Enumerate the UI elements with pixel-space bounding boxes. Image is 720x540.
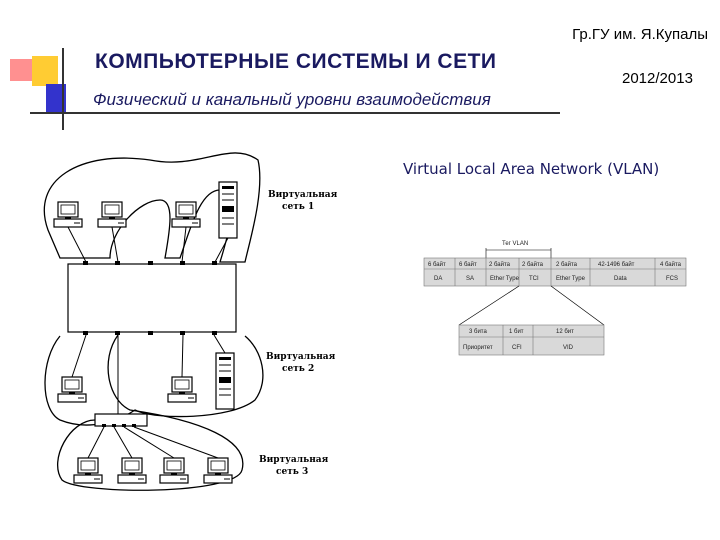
frame-size-5: 2 байта [556, 261, 578, 268]
computer-icon [73, 457, 103, 484]
frame-size-7: 4 байта [660, 261, 682, 268]
computer-icon [53, 201, 83, 228]
vnet3-label-line2: сеть 3 [276, 467, 308, 477]
tci-field-priority: Приоритет [463, 345, 493, 351]
vnet1-label-line2: сеть 1 [282, 202, 314, 212]
frame-field-data: Data [614, 276, 627, 282]
computer-icon [167, 376, 197, 403]
tci-size-1: 3 бита [469, 329, 487, 335]
page-subtitle: Физический и канальный уровни взаимодейс… [93, 90, 491, 109]
frame-field-sa: SA [466, 276, 474, 282]
frame-field-ethertype-1: Ether Type [490, 276, 520, 282]
frame-field-fcs: FCS [666, 276, 678, 282]
page-title: КОМПЬЮТЕРНЫЕ СИСТЕМЫ И СЕТИ [95, 50, 497, 73]
vnet1-label-line1: Виртуальная [268, 190, 338, 200]
virtual-network-3 [57, 334, 244, 491]
computer-icon [97, 201, 127, 228]
frame-size-2: 6 байт [459, 261, 477, 268]
server-icon [215, 352, 235, 410]
computer-icon [57, 376, 87, 403]
academic-year: 2012/2013 [622, 70, 693, 87]
tci-size-2: 1 бит [509, 329, 524, 335]
tci-field-vid: VID [563, 345, 574, 351]
virtual-network-1 [43, 152, 261, 263]
decor-horizontal-line [30, 112, 560, 114]
frame-size-4: 2 байта [522, 261, 544, 268]
vlan-caption: Virtual Local Area Network (VLAN) [403, 160, 660, 178]
tci-field-cfi: CFI [512, 345, 522, 351]
server-icon [218, 181, 238, 239]
tci-size-3: 12 бит [556, 329, 574, 335]
hub-icon [94, 413, 148, 427]
computer-icon [203, 457, 233, 484]
frame-size-3: 2 байта [489, 261, 511, 268]
frame-field-tci: TCI [529, 276, 539, 282]
university-name: Гр.ГУ им. Я.Купалы [572, 26, 708, 43]
frame-size-6: 42-1496 байт [598, 261, 635, 268]
decor-blue-block [46, 84, 66, 112]
frame-size-1: 6 байт [428, 261, 446, 268]
computer-icon [117, 457, 147, 484]
vnet2-label-line1: Виртуальная [266, 352, 336, 362]
frame-field-ethertype-2: Ether Type [556, 276, 586, 282]
vlan-frame-diagram: Тег VLAN 6 байт 6 байт 2 байта 2 байта 2… [423, 241, 687, 356]
computer-icon [171, 201, 201, 228]
vnet3-label-line1: Виртуальная [259, 455, 329, 465]
frame-field-da: DA [434, 276, 442, 282]
computer-icon [159, 457, 189, 484]
decor-vertical-line [62, 48, 64, 130]
decor-yellow-block [32, 56, 58, 86]
virtual-network-2 [44, 334, 264, 426]
vlan-tag-title: Тег VLAN [502, 241, 528, 247]
switch-box [67, 261, 237, 335]
vnet2-label-line2: сеть 2 [282, 364, 314, 374]
